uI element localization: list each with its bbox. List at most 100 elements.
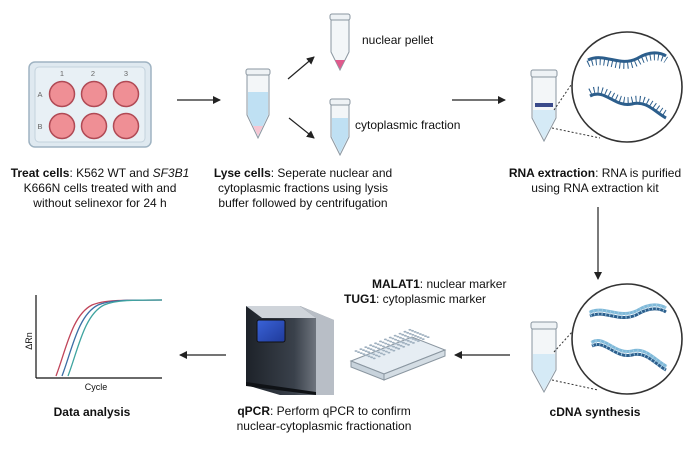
tube-icon — [329, 98, 351, 157]
pcr-well — [421, 334, 425, 336]
arrow-icon — [287, 56, 315, 80]
pcr-well — [411, 333, 415, 336]
pcr-well — [384, 342, 388, 345]
pcr-well — [362, 353, 366, 355]
lyse-text-3: buffer followed by centrifugation — [218, 196, 388, 210]
pcr-well — [403, 330, 407, 333]
rna-strand-icon — [571, 31, 683, 143]
pcr-well — [392, 345, 395, 348]
pcr-well — [408, 332, 412, 335]
lyse-text-1: : Seperate nuclear and — [270, 166, 393, 180]
amplification-curve — [67, 299, 163, 377]
pcr-well — [413, 331, 417, 333]
well — [112, 112, 140, 140]
pcr-well — [372, 349, 376, 352]
qpcr-text-1: : Perform qPCR to confirm — [269, 404, 411, 418]
pcr-well — [394, 346, 398, 349]
tube-icon — [530, 69, 558, 143]
pcr-well — [389, 340, 393, 343]
treat-text-2: K666N cells treated with and — [23, 181, 177, 195]
tube-icon — [329, 13, 351, 72]
pcr-well — [401, 333, 405, 336]
plate-col-2: 2 — [91, 69, 95, 78]
pcr-well — [354, 350, 358, 352]
pcr-well — [393, 334, 397, 337]
rna-title: RNA extraction — [508, 166, 596, 180]
pcr-well — [388, 336, 392, 339]
pcr-well — [411, 338, 415, 340]
pcr-well — [404, 342, 408, 345]
qpcr-caption: qPCR: Perform qPCR to confirm nuclear-cy… — [214, 404, 434, 434]
pcr-well — [424, 335, 427, 337]
pcr-well — [409, 341, 413, 343]
well — [48, 80, 76, 108]
pcr-well — [391, 337, 395, 340]
pcr-well — [396, 335, 400, 338]
tug1-name: TUG1 — [344, 292, 377, 306]
pcr-well — [421, 338, 425, 340]
malat1-marker: MALAT1: nuclear marker — [372, 277, 506, 291]
plate-col-1: 1 — [60, 69, 64, 78]
analysis-title: Data analysis — [53, 405, 131, 419]
pcr-well — [369, 348, 373, 351]
pcr-well — [375, 354, 378, 357]
pcr-well — [406, 339, 410, 342]
pcr-well — [396, 339, 400, 342]
well — [112, 80, 140, 108]
pcr-well — [364, 346, 368, 348]
pcr-well — [411, 329, 414, 332]
pcr-well — [386, 343, 390, 346]
pcr-well — [389, 348, 393, 351]
plate-row-b: B — [37, 122, 42, 131]
pcr-well — [394, 338, 397, 341]
pcr-well — [364, 350, 368, 353]
cdna-title: cDNA synthesis — [549, 405, 641, 419]
rna-extraction-caption: RNA extraction: RNA is purified using RN… — [498, 166, 692, 196]
pcr-well — [359, 348, 363, 350]
treat-text-1: : K562 WT and — [69, 166, 153, 180]
pcr-well — [369, 352, 373, 355]
plate-col-3: 3 — [124, 69, 128, 78]
treat-title: Treat cells — [10, 166, 70, 180]
pcr-plate-icon — [349, 328, 447, 381]
pcr-well — [384, 350, 388, 353]
pcr-well — [379, 348, 383, 351]
pcr-well — [406, 335, 410, 338]
cytoplasmic-fraction-label: cytoplasmic fraction — [355, 118, 461, 132]
pcr-well — [387, 347, 391, 350]
pcr-well — [371, 345, 375, 348]
nuclear-pellet-label: nuclear pellet — [362, 33, 434, 47]
pcr-well — [357, 351, 361, 353]
pcr-well — [399, 340, 403, 343]
pcr-well — [418, 333, 422, 335]
qpcr-machine-icon — [246, 306, 334, 395]
pcr-well — [396, 343, 400, 346]
pcr-well — [379, 352, 383, 355]
pcr-well — [379, 340, 382, 343]
pcr-well — [370, 356, 374, 359]
pcr-well — [399, 344, 403, 347]
pcr-well — [408, 328, 412, 331]
pcr-well — [381, 341, 385, 344]
lyse-text-2: cytoplasmic fractions using lysis — [217, 181, 389, 195]
rna-text-2: using RNA extraction kit — [531, 181, 659, 195]
well — [80, 112, 108, 140]
pcr-well — [374, 342, 378, 345]
treat-gene: SF3B1 — [152, 166, 190, 180]
tube-icon — [245, 68, 271, 140]
pcr-well — [391, 341, 395, 344]
pcr-well — [404, 338, 408, 341]
pcr-well — [413, 335, 417, 337]
arrow-icon — [288, 117, 315, 139]
pcr-well — [379, 344, 383, 347]
y-axis-label: ΔRn — [24, 332, 34, 350]
cdna-strand-icon — [571, 283, 683, 395]
well — [48, 112, 76, 140]
pcr-well — [411, 342, 415, 344]
treat-cells-caption: Treat cells: K562 WT and SF3B1 K666N cel… — [0, 166, 200, 211]
malat1-name: MALAT1 — [372, 277, 420, 291]
pcr-well — [409, 336, 412, 339]
pcr-well — [359, 352, 363, 354]
treat-text-3: without selinexor for 24 h — [33, 196, 167, 210]
pcr-well — [398, 336, 402, 339]
